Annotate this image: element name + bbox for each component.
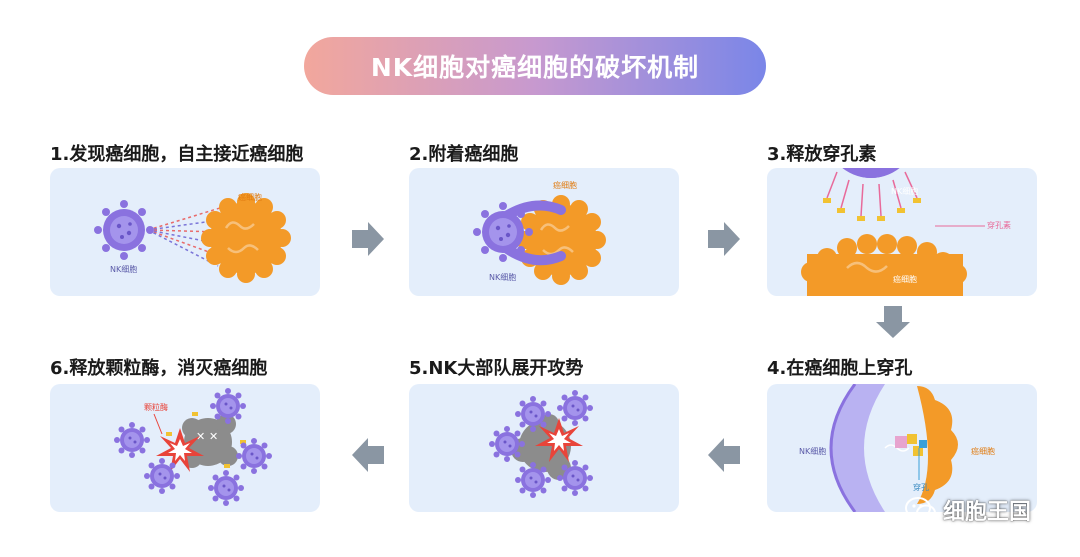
step-6-panel: ✕ ✕ 颗粒酶	[50, 384, 320, 512]
pore-complex	[895, 434, 927, 456]
step-5-panel	[409, 384, 679, 512]
watermark-text: 细胞王国	[943, 494, 1031, 526]
nk-cell-label: NK细胞	[799, 446, 826, 456]
step-5-label: 5.NK大部队展开攻势	[409, 354, 583, 380]
nk-cell-label: NK细胞	[110, 264, 137, 274]
nk-cell-label: NK细胞	[489, 272, 516, 282]
nk-cell-icon	[208, 470, 244, 506]
perforin-label: 穿孔素	[987, 220, 1011, 230]
nk-cell-icon	[515, 462, 551, 498]
step-3-label: 3.释放穿孔素	[767, 140, 876, 166]
page-title: NK细胞对癌细胞的破坏机制	[304, 37, 766, 95]
nk-cell-icon	[489, 426, 525, 462]
cancer-cell-label: 癌细胞	[553, 180, 577, 190]
nk-cell-icon	[236, 438, 272, 474]
cancer-cell-label: 癌细胞	[893, 274, 917, 284]
pore-label: 穿孔	[913, 482, 929, 492]
arrow-right-icon	[352, 222, 384, 256]
arrow-down-icon	[876, 306, 910, 338]
nk-cell-icon	[557, 390, 593, 426]
nk-cell-label: NK细胞	[891, 186, 918, 196]
step-1-label: 1.发现癌细胞，自主接近癌细胞	[50, 140, 303, 166]
nk-cell-icon	[515, 396, 551, 432]
cancer-cell-label: 癌细胞	[238, 192, 262, 202]
nk-cell-icon	[144, 458, 180, 494]
step-2-panel: NK细胞 癌细胞	[409, 168, 679, 296]
wechat-icon	[905, 496, 937, 524]
step-1-panel: NK细胞 癌细胞	[50, 168, 320, 296]
cancer-cell-label: 癌细胞	[971, 446, 995, 456]
nk-cell-icon	[557, 460, 593, 496]
perforin-molecules	[823, 198, 921, 221]
step-4-label: 4.在癌细胞上穿孔	[767, 354, 912, 380]
arrow-left-icon	[708, 438, 740, 472]
step-3-panel: 穿孔素 NK细胞 癌细胞	[767, 168, 1037, 296]
nk-cell-icon	[94, 200, 154, 260]
arrow-left-icon	[352, 438, 384, 472]
arrow-right-icon	[708, 222, 740, 256]
step-6-label: 6.释放颗粒酶，消灭癌细胞	[50, 354, 267, 380]
nk-cell-icon	[831, 384, 885, 512]
step-2-label: 2.附着癌细胞	[409, 140, 518, 166]
nk-cell-icon	[825, 168, 917, 178]
cancer-cell-icon	[801, 234, 967, 296]
granzyme-label: 颗粒酶	[144, 402, 168, 412]
nk-cell-icon	[210, 388, 246, 424]
cancer-cell-icon	[201, 193, 291, 283]
nk-cell-icon	[114, 422, 150, 458]
watermark: 细胞王国	[905, 492, 1031, 528]
